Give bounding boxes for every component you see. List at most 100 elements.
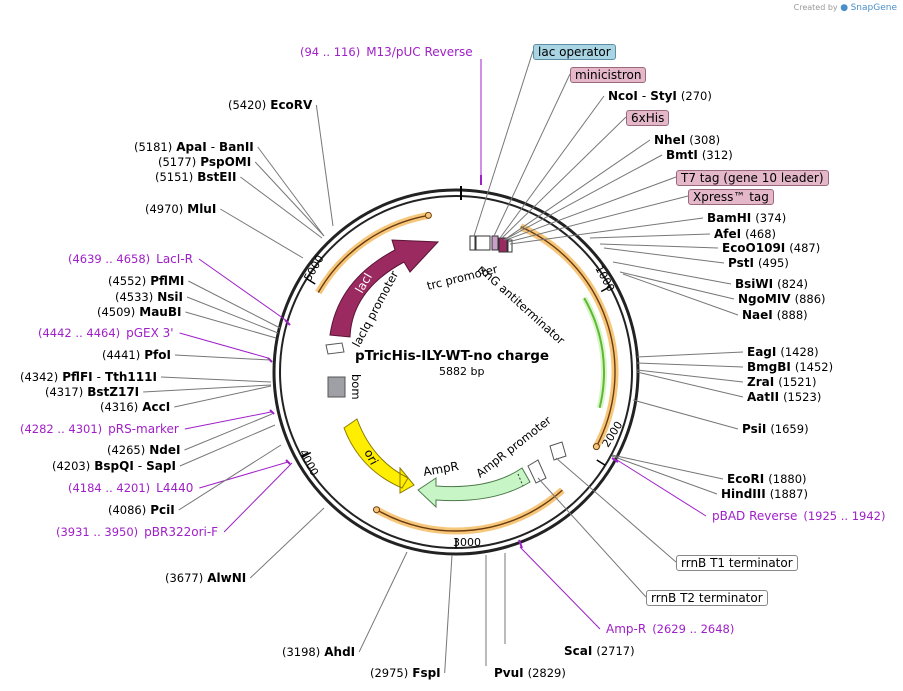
- site-name: NheI: [654, 133, 686, 147]
- site-position: (1428): [780, 345, 819, 359]
- pgex-primer-label: (4442 .. 4464)pGEX 3': [38, 326, 180, 340]
- site-name: NcoI: [608, 89, 638, 103]
- t7tag-leader-line: [505, 176, 677, 241]
- minicistron-feature-label: minicistron: [570, 67, 647, 83]
- credit-text: Created by: [793, 3, 838, 12]
- t7tag-feature-label: T7 tag (gene 10 leader): [676, 170, 829, 186]
- tag-block: [498, 237, 508, 253]
- site-name: EcoRI: [727, 472, 765, 486]
- rrng-antiterminator-label: rrnG antiterminator: [475, 262, 568, 348]
- ampr-primer-primer-label: Amp-R(2629 .. 2648): [600, 622, 734, 636]
- eco0109i-leader-line: [599, 243, 719, 249]
- pbad-primer-label: pBAD Reverse(1925 .. 1942): [706, 509, 886, 523]
- site-position: (5151): [155, 170, 194, 184]
- site-position: (4316): [100, 400, 139, 414]
- site-name: BamHI: [707, 211, 752, 225]
- pspomi-site-label: (5177)PspOMI: [158, 155, 255, 169]
- bstz17i-site-label: (4317)BstZ17I: [45, 385, 143, 399]
- acci-leader-line: [174, 385, 272, 408]
- bamhi-site-label: BamHI(374): [703, 211, 786, 225]
- psti-leader-line: [603, 247, 725, 264]
- fspi-leader-line: [444, 554, 453, 674]
- ndei-site-label: (4265)NdeI: [107, 443, 185, 457]
- l4440-leader-line: [199, 461, 289, 489]
- site-name: PspOMI: [200, 155, 252, 169]
- pcii-site-label: (4086)PciI: [108, 503, 179, 517]
- orf-arc-head: [592, 443, 600, 451]
- eco0109i-site-label: EcoO109I(487): [718, 241, 820, 255]
- site-name: ApaI: [176, 140, 207, 154]
- ncoi-site-label: NcoI-StyI(270): [604, 89, 712, 103]
- site-name: AatII: [747, 390, 780, 404]
- pgex-leader-line: [179, 332, 269, 359]
- plasmid-size: 5882 bp: [439, 365, 485, 378]
- site-name: PsiI: [742, 422, 767, 436]
- ngomiv-leader-line: [619, 271, 735, 300]
- plasmid-name: pTricHis-ILY-WT-no charge: [355, 348, 550, 364]
- hindiii-leader-line: [611, 455, 718, 495]
- site-position: (495): [757, 256, 789, 270]
- aatii-leader-line: [636, 371, 744, 398]
- orf-arc-0: [520, 226, 616, 447]
- site-name: pBR322ori-F: [144, 525, 219, 539]
- site-name: LacI-R: [156, 252, 193, 266]
- orf-arc-head: [373, 506, 380, 514]
- site-position: (94 .. 116): [300, 45, 361, 59]
- aatii-site-label: AatII(1523): [743, 390, 821, 404]
- site-position: (5420): [228, 98, 267, 112]
- laci-arrow: [329, 239, 440, 338]
- nhei-leader-line: [503, 139, 651, 241]
- zrai-site-label: ZraI(1521): [743, 375, 816, 389]
- rrnb-terminator-marker: [549, 441, 567, 461]
- site-name: PstI: [728, 256, 754, 270]
- xpress-leader-line: [507, 195, 689, 243]
- pflmi-leader-line: [188, 280, 281, 329]
- orf-arc-1: [376, 489, 563, 532]
- site-name: BspQI: [94, 459, 134, 473]
- site-name: NgoMIV: [738, 292, 791, 306]
- site-position: (4317): [45, 385, 84, 399]
- bamhi-leader-line: [509, 217, 704, 245]
- site-position: (1452): [794, 360, 834, 374]
- site-name: AhdI: [324, 645, 356, 659]
- site-name: BmgBI: [747, 360, 791, 374]
- site-position: (1887): [769, 487, 808, 501]
- bmti-site-label: BmtI(312): [662, 148, 733, 162]
- bp-tick-5000: [306, 278, 316, 285]
- fspi-site-label: (2975)FspI: [370, 666, 445, 680]
- site-position: (312): [701, 148, 733, 162]
- bsteii-site-label: (5151)BstEII: [155, 170, 240, 184]
- acci-site-label: (4316)AccI: [100, 400, 174, 414]
- site-position: (1523): [783, 390, 822, 404]
- prs-primer-label: (4282 .. 4301)pRS-marker: [20, 422, 185, 436]
- primer-site-mark: [284, 319, 291, 326]
- site-position: (1880): [768, 472, 807, 486]
- pcii-leader-line: [178, 444, 282, 511]
- feature-name: lac operator: [538, 45, 611, 59]
- site-name: FspI: [412, 666, 441, 680]
- afei-leader-line: [589, 233, 711, 239]
- name-separator: -: [210, 140, 216, 154]
- feature-name: rrnB T2 terminator: [651, 591, 763, 605]
- psti-site-label: PstI(495): [724, 256, 789, 270]
- pflfi-leader-line: [160, 376, 272, 383]
- pvui-site-label: PvuI(2829): [490, 666, 566, 680]
- ecori-site-label: EcoRI(1880): [723, 472, 807, 486]
- ecorv-leader-line: [315, 104, 334, 227]
- bp-tick-2000: [596, 459, 606, 466]
- site-position: (4282 .. 4301): [20, 422, 103, 436]
- primer-site-mark: [269, 409, 275, 415]
- bmti-leader-line: [503, 154, 663, 241]
- site-position: (4639 .. 4658): [68, 252, 151, 266]
- primer-site-mark: [518, 539, 523, 549]
- hindiii-site-label: HindIII(1887): [717, 487, 808, 501]
- name-separator: -: [137, 459, 143, 473]
- site-name: ScaI: [564, 644, 593, 658]
- lacop-leader-line: [473, 50, 534, 237]
- site-position: (4184 .. 4201): [68, 481, 151, 495]
- site-position: (4441): [102, 348, 141, 362]
- prs-leader-line: [184, 411, 272, 430]
- pbr322-primer-label: (3931 .. 3950)pBR322ori-F: [56, 525, 224, 539]
- primer-site-mark: [611, 457, 619, 463]
- site-position: (468): [745, 227, 777, 241]
